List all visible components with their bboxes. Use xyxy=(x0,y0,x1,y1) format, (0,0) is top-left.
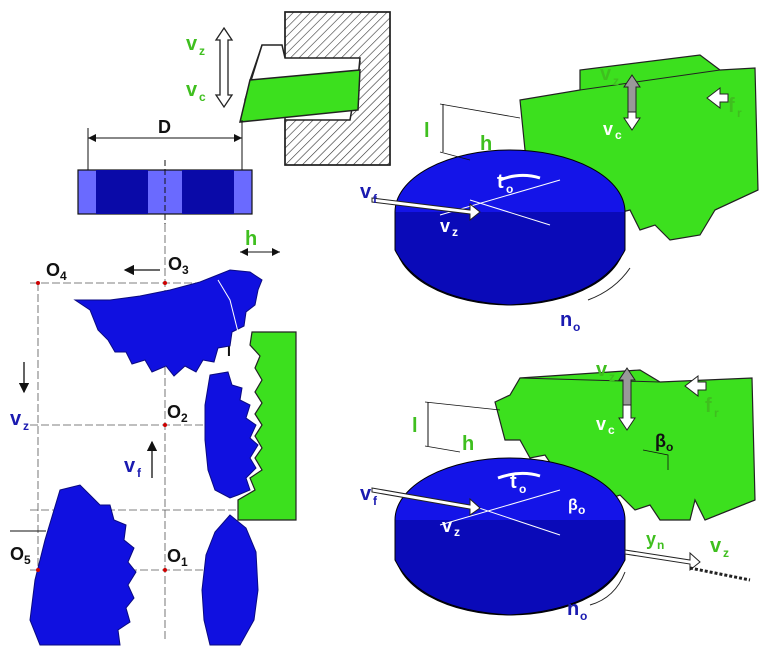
tr-vz-sub: z xyxy=(613,74,619,88)
br-yn-sub: n xyxy=(657,538,664,552)
o5-label: O xyxy=(10,544,24,564)
vertical-motion-arrow xyxy=(214,26,234,109)
br-vc-sub: c xyxy=(608,423,615,437)
o1-sub: 1 xyxy=(181,555,188,569)
tr-vz-gear-sub: z xyxy=(452,225,458,239)
origin-points xyxy=(36,281,167,572)
bottom-right-dim-l xyxy=(424,401,669,470)
br-vf-label: v xyxy=(360,483,372,505)
tr-vf-label: v xyxy=(360,181,372,203)
tr-h-label: h xyxy=(480,133,492,155)
br-no-label: n xyxy=(567,598,579,620)
tr-no-sub: o xyxy=(573,320,580,334)
br-vz-gear-label: v xyxy=(442,516,452,536)
tr-vf-sub: f xyxy=(373,192,378,206)
gear-3d-top xyxy=(394,149,626,306)
o4-label: O xyxy=(46,260,60,280)
rack-3d-bottom xyxy=(494,369,756,521)
o5-sub: 5 xyxy=(24,553,31,567)
o3-label: O xyxy=(168,254,182,274)
br-vz-gear-sub: z xyxy=(454,525,460,539)
tr-fr-sub: r xyxy=(737,106,742,120)
gear-top-left xyxy=(73,269,263,377)
br-vf-sub: f xyxy=(373,494,378,508)
br-to-label: t xyxy=(510,471,517,493)
left-vf-label: v xyxy=(124,455,136,477)
br-beta-small-label: β xyxy=(568,497,578,514)
br-yn-label: y xyxy=(646,529,656,549)
br-vz-right-label: v xyxy=(710,535,722,557)
tr-vc-label: v xyxy=(603,119,613,139)
br-fr-label: f xyxy=(705,395,712,417)
br-beta-small-sub: o xyxy=(578,503,585,517)
gear-bottom-left xyxy=(201,514,259,646)
br-to-sub: o xyxy=(519,482,526,496)
br-no-sub: o xyxy=(580,609,587,623)
top-vz-label: v xyxy=(186,33,198,55)
tr-vc-sub: c xyxy=(615,128,622,142)
br-beta-sub: o xyxy=(666,440,673,454)
rack-workpiece-left xyxy=(237,331,297,521)
dimension-h-line xyxy=(240,248,280,256)
br-l-label: l xyxy=(412,415,418,437)
o1-label: O xyxy=(167,546,181,566)
left-vz-label: v xyxy=(10,408,22,430)
top-vc-label: v xyxy=(186,79,198,101)
top-vc-sub: c xyxy=(199,90,206,104)
br-h-label: h xyxy=(462,433,474,455)
o4-sub: 4 xyxy=(60,269,67,283)
tr-l-label: l xyxy=(424,120,430,142)
tr-vz-label: v xyxy=(600,63,612,85)
top-right-arrows xyxy=(371,74,729,302)
bottom-right-arrows xyxy=(371,367,751,607)
gear-cross-section xyxy=(77,160,253,224)
gear-bottom-corner xyxy=(29,484,137,646)
cutting-tool xyxy=(239,44,361,123)
dimension-d-label: D xyxy=(158,117,171,137)
tr-to-label: t xyxy=(497,171,504,193)
br-vz-right-sub: z xyxy=(723,546,729,560)
gear-middle-left xyxy=(204,371,259,499)
top-right-dim-l xyxy=(439,103,521,161)
roman-one-label: I xyxy=(227,343,231,359)
left-vf-sub: f xyxy=(137,466,142,480)
tr-to-sub: o xyxy=(506,182,513,196)
o3-sub: 3 xyxy=(182,263,189,277)
br-vz-sub: z xyxy=(609,370,615,384)
top-vz-sub: z xyxy=(199,44,205,58)
left-vz-sub: z xyxy=(23,419,29,433)
tr-vz-gear-label: v xyxy=(440,216,450,236)
br-vz-label: v xyxy=(596,359,608,381)
br-beta-label: β xyxy=(655,431,666,451)
dimension-h-label: h xyxy=(245,228,257,250)
br-vc-label: v xyxy=(596,414,606,434)
tr-fr-label: f xyxy=(728,95,735,117)
gear-3d-bottom xyxy=(394,457,626,616)
br-fr-sub: r xyxy=(714,406,719,420)
tr-no-label: n xyxy=(560,309,572,331)
o2-label: O xyxy=(167,402,181,422)
dimension-d-line xyxy=(87,120,243,170)
o2-sub: 2 xyxy=(181,411,188,425)
